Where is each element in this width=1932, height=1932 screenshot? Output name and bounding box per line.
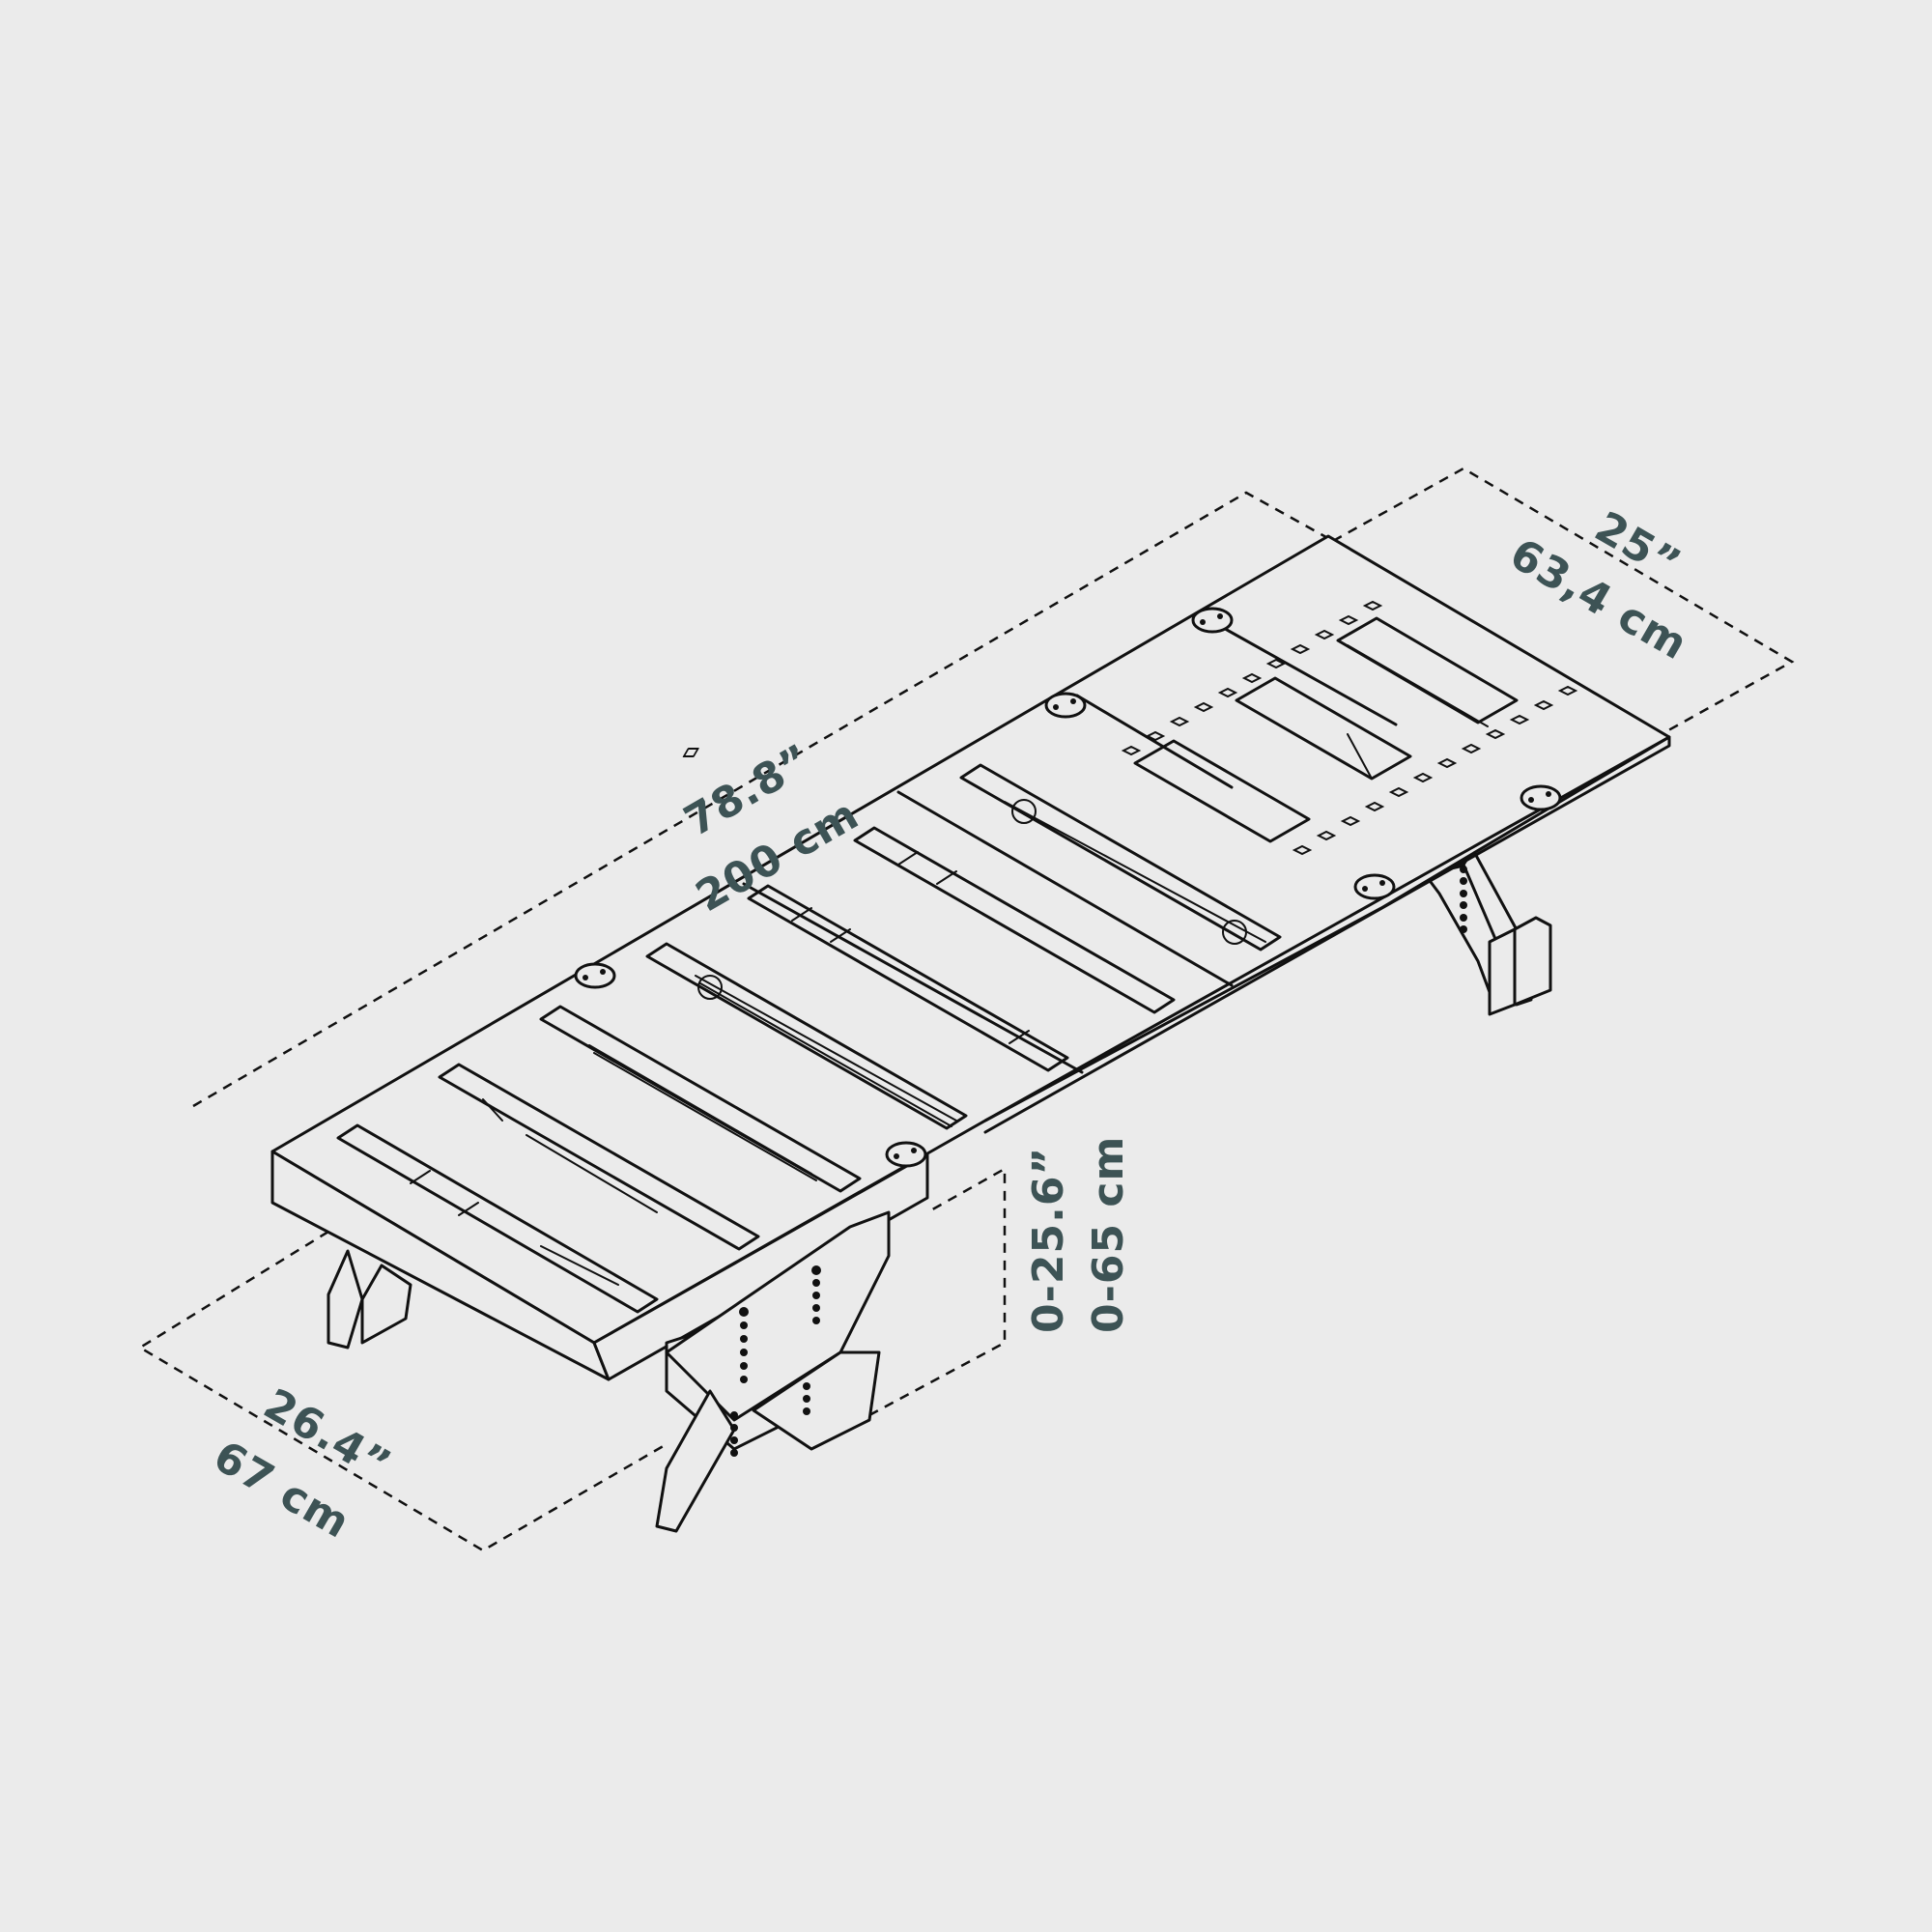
height-metric-label: 0-65 cm (1084, 1135, 1133, 1333)
back-left-leg (327, 1249, 412, 1350)
right-panel-slots (959, 616, 1519, 952)
hinges (574, 607, 1562, 1168)
height-adjust-holes (730, 1265, 821, 1457)
hinge-icon (1044, 692, 1087, 719)
dimension-lines (137, 467, 1795, 1552)
tabletop (270, 534, 1671, 1381)
left-panel-slots (336, 1005, 862, 1314)
peg-holes (682, 600, 1578, 856)
hinge-icon (1520, 784, 1562, 811)
right-leg (1423, 848, 1552, 1016)
hinge-icon (1353, 873, 1396, 900)
height-adjust-holes (1460, 866, 1467, 933)
height-imperial-label: 0-25.6” (1024, 1146, 1073, 1333)
hinge-icon (885, 1141, 927, 1168)
middle-panel-slots (645, 826, 1176, 1130)
hinge-icon (1191, 607, 1234, 634)
hinge-icon (574, 962, 616, 989)
front-leg (655, 1210, 891, 1533)
